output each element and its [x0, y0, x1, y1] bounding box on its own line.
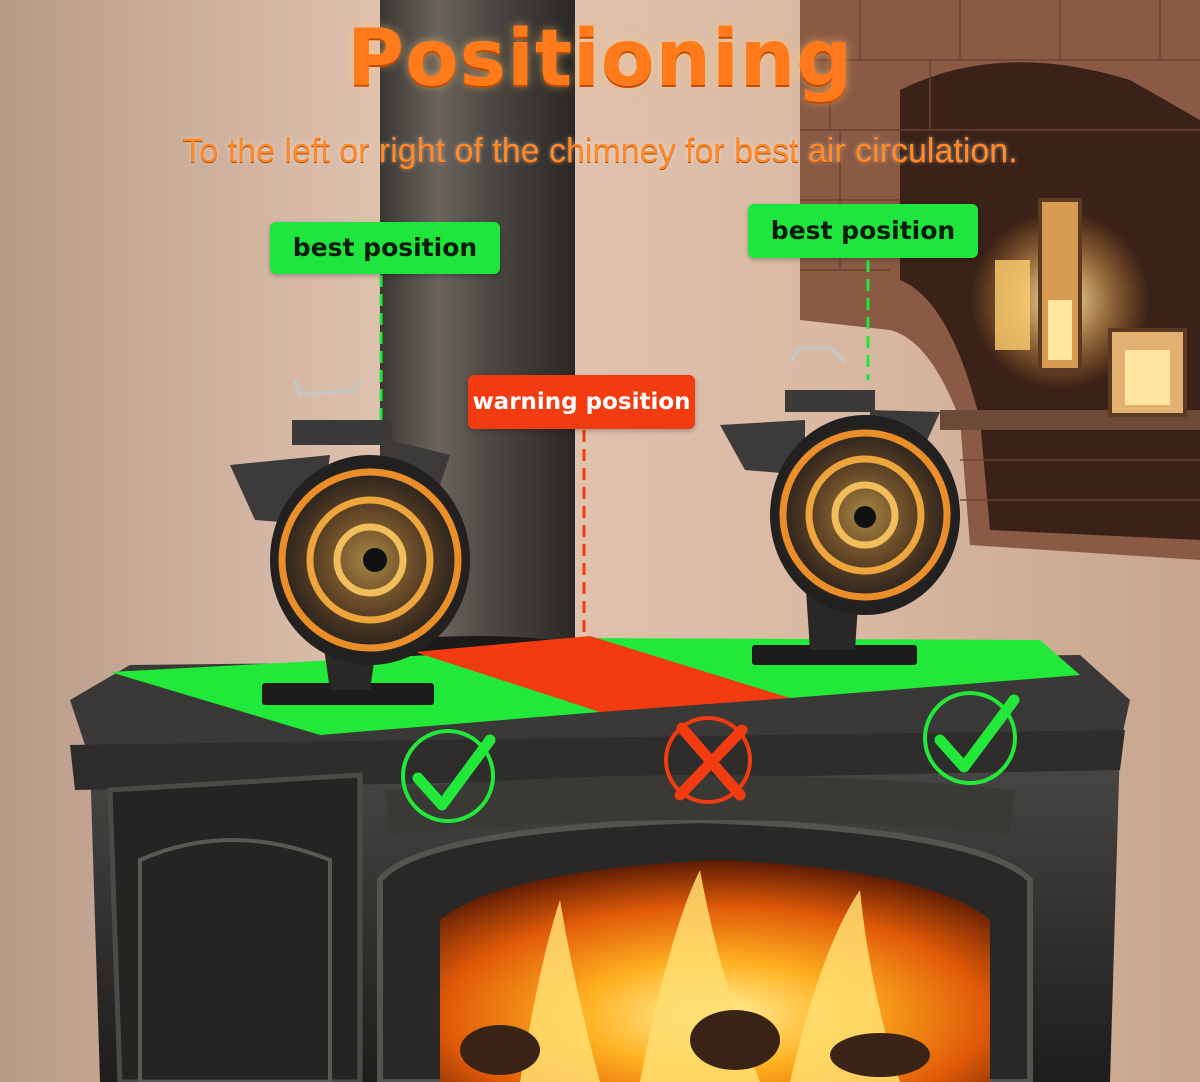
center-cross-icon [664, 716, 752, 804]
left-best-position-label: best position [270, 222, 500, 274]
right-fan [720, 346, 960, 665]
page-title: Positioning [346, 14, 854, 104]
left-fan [230, 379, 470, 705]
left-check-icon [401, 729, 496, 823]
warning-position-label: warning position [468, 375, 695, 429]
right-best-position-label: best position [748, 204, 978, 258]
right-check-icon [923, 691, 1020, 785]
page-subtitle: To the left or right of the chimney for … [182, 132, 1018, 170]
